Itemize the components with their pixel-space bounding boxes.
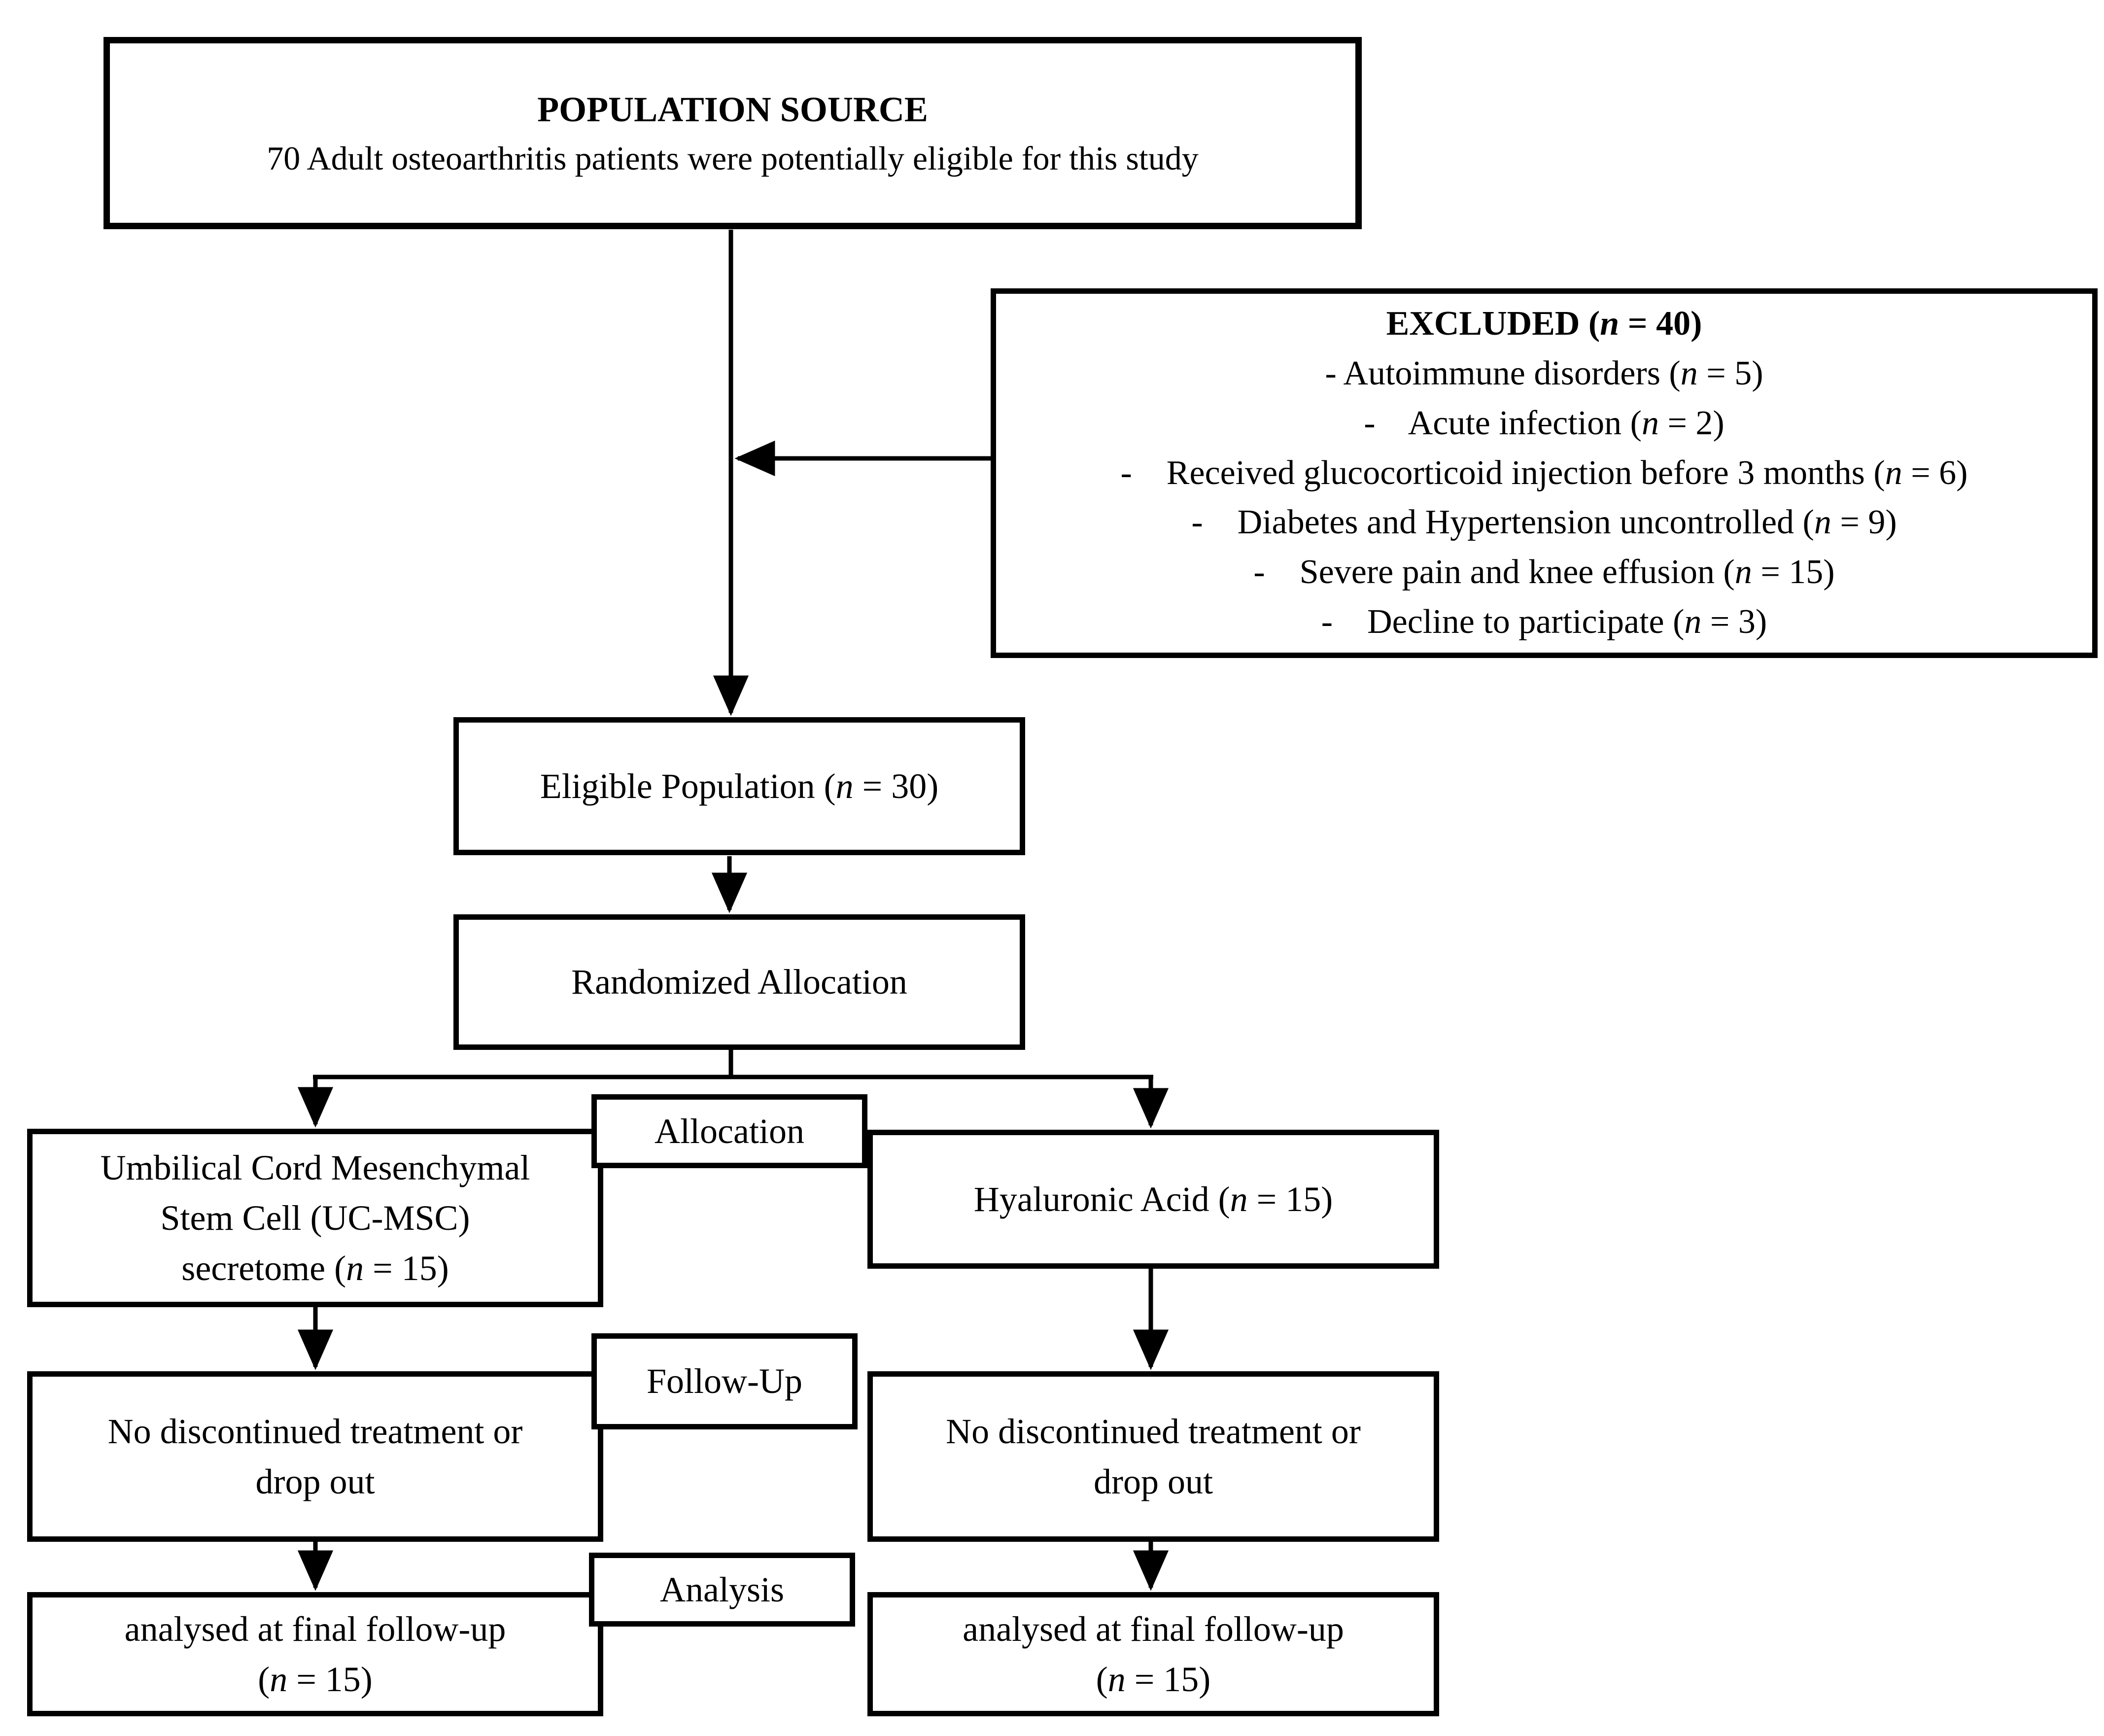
allocation-label-text: Allocation — [655, 1111, 804, 1151]
population-source-title: POPULATION SOURCE — [537, 89, 928, 129]
randomized-allocation-box: Randomized Allocation — [453, 914, 1025, 1050]
allocation-left-box: Umbilical Cord Mesenchymal Stem Cell (UC… — [27, 1129, 603, 1307]
branch-line-randomized — [313, 1050, 1153, 1079]
excluded-item: - Diabetes and Hypertension uncontrolled… — [1191, 503, 1897, 542]
excluded-title: EXCLUDED (n = 40) — [1386, 305, 1702, 343]
followup-label-box: Follow-Up — [591, 1333, 858, 1429]
analysis-left-text: analysed at final follow-up (n = 15) — [124, 1609, 506, 1699]
followup-label-text: Follow-Up — [646, 1361, 803, 1401]
excluded-item: - Received glucocorticoid injection befo… — [1120, 453, 1968, 492]
population-source-text: 70 Adult osteoarthritis patients were po… — [267, 139, 1199, 177]
excluded-item: - Autoimmune disorders (n = 5) — [1325, 354, 1763, 392]
followup-right-text: No discontinued treatment or drop out — [946, 1411, 1361, 1501]
analysis-label-box: Analysis — [589, 1553, 855, 1627]
followup-left-text: No discontinued treatment or drop out — [107, 1411, 523, 1501]
eligible-population-text: Eligible Population (n = 30) — [540, 766, 939, 806]
excluded-box: EXCLUDED (n = 40) - Autoimmune disorders… — [991, 288, 2098, 658]
analysis-left-box: analysed at final follow-up (n = 15) — [27, 1592, 603, 1716]
allocation-label-box: Allocation — [591, 1094, 867, 1168]
followup-left-box: No discontinued treatment or drop out — [27, 1371, 603, 1542]
followup-right-box: No discontinued treatment or drop out — [867, 1371, 1439, 1542]
analysis-right-text: analysed at final follow-up (n = 15) — [963, 1609, 1344, 1699]
allocation-right-text: Hyaluronic Acid (n = 15) — [973, 1179, 1333, 1219]
excluded-item: - Acute infection (n = 2) — [1364, 404, 1725, 442]
analysis-right-box: analysed at final follow-up (n = 15) — [867, 1592, 1439, 1716]
population-source-box: POPULATION SOURCE 70 Adult osteoarthriti… — [103, 37, 1362, 229]
excluded-item: - Severe pain and knee effusion (n = 15) — [1253, 553, 1835, 591]
allocation-left-text: Umbilical Cord Mesenchymal Stem Cell (UC… — [100, 1147, 530, 1288]
randomized-allocation-text: Randomized Allocation — [571, 962, 907, 1002]
analysis-label-text: Analysis — [660, 1569, 784, 1609]
eligible-population-box: Eligible Population (n = 30) — [453, 717, 1025, 855]
allocation-right-box: Hyaluronic Acid (n = 15) — [867, 1130, 1439, 1269]
excluded-item: - Decline to participate (n = 3) — [1321, 602, 1767, 641]
